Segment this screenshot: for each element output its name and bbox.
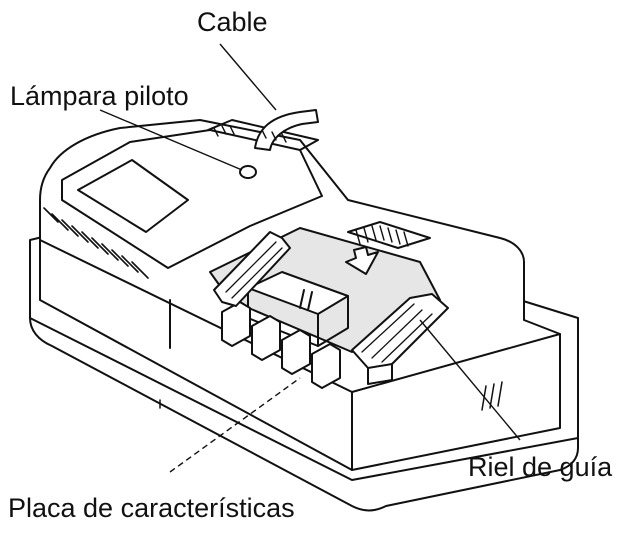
label-pilot-lamp: Lámpara piloto	[10, 81, 189, 111]
label-cable: Cable	[197, 7, 268, 37]
pilot-lamp	[240, 166, 256, 178]
label-guide-rail: Riel de guía	[468, 452, 613, 482]
label-nameplate: Placa de características	[8, 493, 295, 523]
cable-leader-line	[220, 44, 276, 110]
